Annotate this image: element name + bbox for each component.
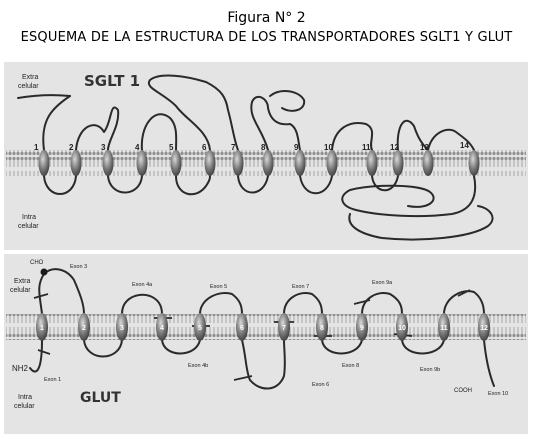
exon-10-label: Exon 10	[488, 391, 508, 397]
glut-seg-num: 9	[360, 325, 364, 332]
sglt1-seg-num: 8	[261, 143, 266, 152]
glut-segment-numbers: 1 2 3 4 5 6 7 8 9 10 11 12	[40, 325, 488, 332]
glut-seg-num: 8	[320, 325, 324, 332]
glut-cooh-label: COOH	[454, 388, 472, 394]
glut-extra-label-2: celular	[10, 287, 31, 294]
exon-9b-label: Exon 9b	[420, 367, 440, 373]
glut-seg-num: 11	[440, 325, 448, 332]
glut-chain	[29, 268, 495, 390]
glut-helices	[36, 313, 490, 341]
sglt1-helix	[392, 150, 404, 176]
sglt1-helix	[232, 150, 244, 176]
sglt1-helix	[294, 150, 306, 176]
glut-extra-label-1: Extra	[14, 278, 30, 285]
glut-cho-dot	[40, 268, 48, 276]
glut-name: GLUT	[80, 390, 121, 406]
exon-1-label: Exon 1	[44, 377, 61, 383]
sglt1-helix	[102, 150, 114, 176]
sglt1-seg-num: 2	[69, 143, 74, 152]
glut-seg-num: 1	[40, 325, 44, 332]
exon-4b-label: Exon 4b	[188, 363, 208, 369]
sglt1-seg-num: 4	[135, 143, 140, 152]
exon-6-label: Exon 6	[312, 382, 329, 388]
glut-helix	[194, 313, 206, 341]
glut-seg-num: 3	[120, 325, 124, 332]
glut-helix	[156, 313, 168, 341]
sglt1-intra-label-1: Intra	[22, 214, 36, 221]
sglt1-helix	[204, 150, 216, 176]
glut-seg-num: 6	[240, 325, 244, 332]
glut-helix	[316, 313, 328, 341]
glut-helix	[478, 313, 490, 341]
glut-intra-label-2: celular	[14, 403, 35, 410]
exon-4a-label: Exon 4a	[132, 282, 153, 288]
sglt1-helix	[422, 150, 434, 176]
sglt1-intra-label-2: celular	[18, 223, 39, 230]
sglt1-seg-num: 11	[362, 143, 371, 152]
exon-3-label: Exon 3	[70, 264, 87, 270]
sglt1-extra-label-2: celular	[18, 83, 39, 90]
glut-seg-num: 12	[480, 325, 488, 332]
glut-helix	[78, 313, 90, 341]
sglt1-seg-num: 13	[420, 143, 429, 152]
sglt1-seg-num: 12	[390, 143, 399, 152]
sglt1-chain	[17, 74, 494, 241]
glut-helix	[356, 313, 368, 341]
sglt1-seg-num: 3	[101, 143, 106, 152]
sglt1-name: SGLT 1	[84, 72, 140, 90]
glut-seg-num: 4	[160, 325, 164, 332]
sglt1-helix	[366, 150, 378, 176]
sglt1-seg-num: 9	[294, 143, 299, 152]
glut-panel	[4, 254, 528, 434]
glut-cho-label: CHO	[30, 260, 44, 266]
sglt1-extra-label-1: Extra	[22, 74, 38, 81]
glut-intra-label-1: Intra	[18, 394, 32, 401]
glut-helix	[396, 313, 408, 341]
sglt1-helix	[326, 150, 338, 176]
sglt1-helix	[170, 150, 182, 176]
exon-5-label: Exon 5	[210, 284, 227, 290]
exon-9a-label: Exon 9a	[372, 280, 393, 286]
sglt1-seg-num: 14	[460, 141, 469, 150]
glut-helix	[116, 313, 128, 341]
glut-helix	[236, 313, 248, 341]
figure-subtitle: ESQUEMA DE LA ESTRUCTURA DE LOS TRANSPOR…	[20, 30, 513, 45]
sglt1-helix	[38, 150, 50, 176]
sglt1-helix	[70, 150, 82, 176]
sglt1-seg-num: 1	[34, 143, 39, 152]
figure-title: Figura N° 2	[227, 10, 306, 26]
exon-8-label: Exon 8	[342, 363, 359, 369]
sglt1-seg-num: 7	[231, 143, 236, 152]
glut-nh2-label: NH2	[12, 364, 29, 373]
glut-helix	[36, 313, 48, 341]
glut-seg-num: 5	[198, 325, 202, 332]
glut-seg-num: 10	[398, 325, 406, 332]
sglt1-seg-num: 10	[324, 143, 333, 152]
sglt1-helix	[468, 150, 480, 176]
exon-7-label: Exon 7	[292, 284, 309, 290]
sglt1-helix	[136, 150, 148, 176]
glut-seg-num: 2	[82, 325, 86, 332]
sglt1-helices	[38, 150, 480, 176]
sglt1-segment-numbers: 1 2 3 4 5 6 7 8 9 10 11 12 13 14	[34, 141, 469, 152]
glut-helix	[278, 313, 290, 341]
glut-exon-labels: Exon 1 Exon 3 Exon 4a Exon 4b Exon 5 Exo…	[44, 264, 508, 397]
glut-helix	[438, 313, 450, 341]
sglt1-seg-num: 6	[202, 143, 207, 152]
sglt1-helix	[262, 150, 274, 176]
sglt1-seg-num: 5	[169, 143, 174, 152]
glut-seg-num: 7	[282, 325, 286, 332]
